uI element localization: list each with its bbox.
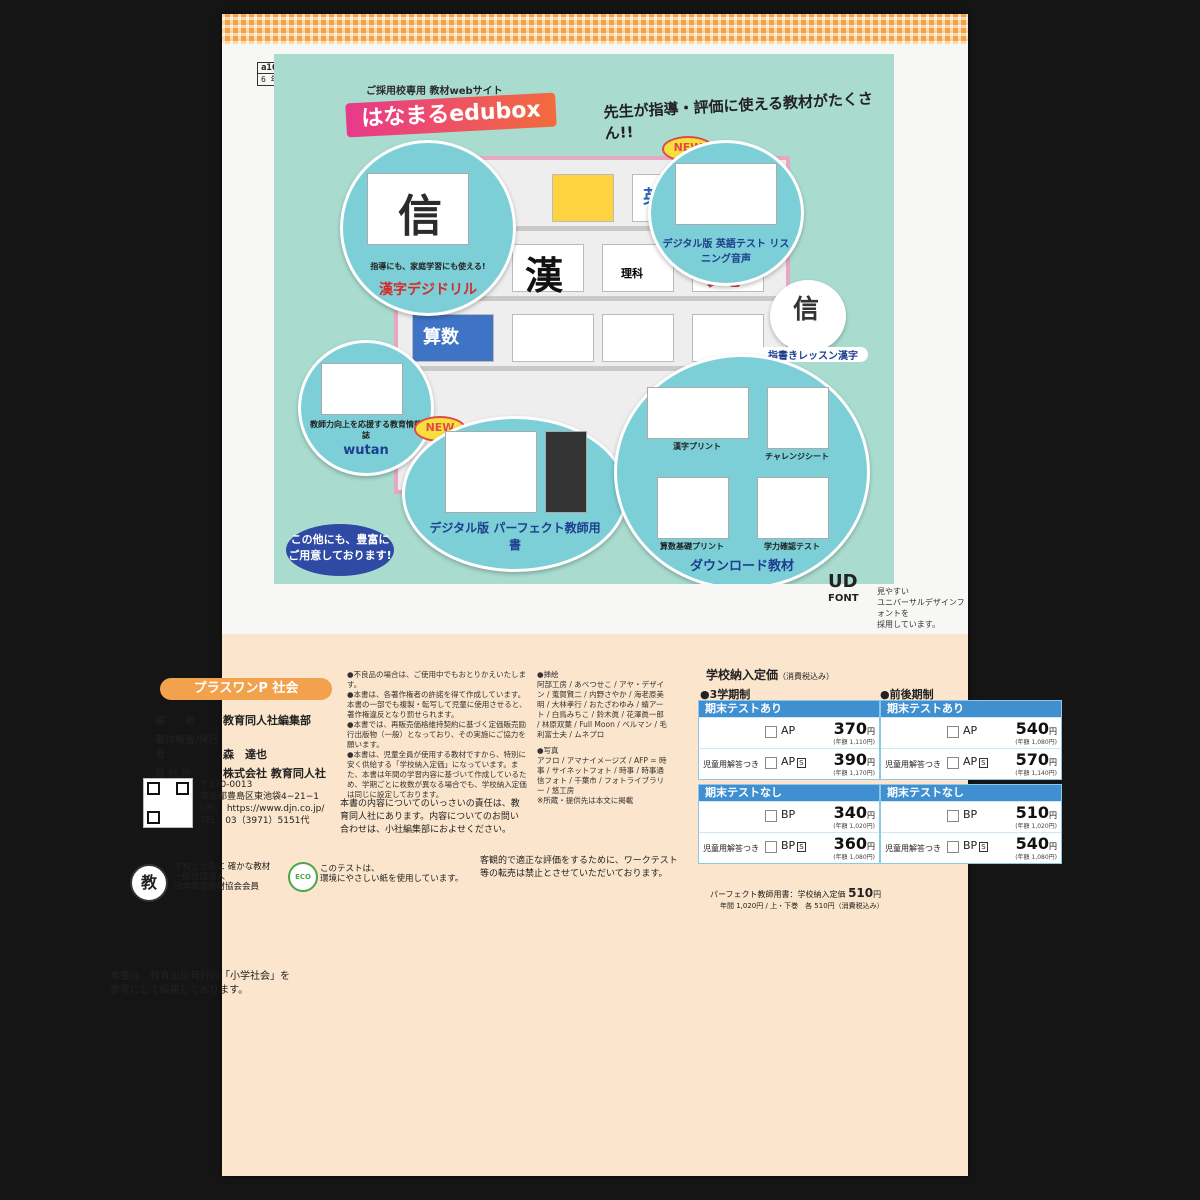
ud-font-mark: UD FONT: [828, 571, 859, 605]
publisher-address: 〒170-0013 東京都豊島区東池袋4−21−1 URL https://ww…: [200, 780, 325, 826]
promo-subtitle: ご採用校専用 教材webサイト: [366, 86, 503, 97]
illustration-credits: ●挿絵 阿部工房 / あべつせこ / アヤ・デザイン / 蒐賀賢二 / 内野さや…: [537, 670, 667, 805]
wutan-bubble: 教師力向上を応援する教育情報誌 wutan: [298, 340, 434, 476]
price-row: AP 540円 (年額 1,080円): [881, 717, 1061, 748]
price-row: AP 370円 (年額 1,110円): [699, 717, 879, 748]
screen: [657, 477, 729, 539]
screen: [757, 477, 829, 539]
thumbnail: 算数: [412, 314, 494, 362]
booklet-back-cover: a16605 6 年 ご採用校専用 教材webサイト はなまるedubox 先生…: [222, 14, 968, 1176]
usage-notes: ●不良品の場合は、ご使用中でもおとりかえいたします。 ●本書は、各著作権者の許諾…: [347, 670, 527, 799]
finger-writing-bubble: 信: [770, 280, 846, 352]
two-term-label: ●前後期制: [880, 688, 934, 701]
screen: [321, 363, 403, 415]
product-badge: プラスワンP 社会: [160, 678, 332, 700]
teacher-book-price: パーフェクト教師用書：学校納入定価 510円: [710, 886, 882, 900]
kanji-drill-bubble: 信 指導にも、家庭学習にも使える! 漢字デジドリル: [340, 140, 516, 316]
teacher-book-bubble: デジタル版 パーフェクト教師用書: [402, 416, 628, 572]
screen: [767, 387, 829, 449]
thumbnail: [512, 314, 594, 362]
thumbnail: 漢: [512, 244, 584, 298]
promo-tagline: 先生が指導・評価に使える教材がたくさん!!: [603, 89, 874, 143]
more-materials-callout: この他にも、豊富にご用意しております!: [286, 524, 394, 576]
ud-font-note: 見やすい ユニバーサルデザインフォントを 採用しています。: [877, 587, 965, 629]
responsibility-note: 本書の内容についてのいっさいの責任は、教育同人社にあります。内容についてのお問い…: [340, 799, 520, 835]
price-row: BP 340円 (年額 1,020円): [699, 801, 879, 832]
credits: 編 者教育同人社編集部 著作権者/発行者森 達也 発 行 所株式会社 教育同人社: [155, 714, 326, 780]
qr-code: [143, 778, 193, 828]
three-term-label: ●3学期制: [700, 688, 751, 701]
finger-writing-label: 指書きレッスン漢字: [758, 347, 868, 362]
teacher-book-price-note: 年間 1,020円 / 上・下巻 各 510円（消費税込み）: [720, 902, 884, 910]
screen: [545, 431, 587, 513]
price-row: BP 510円 (年額 1,020円): [881, 801, 1061, 832]
promo-title: はなまるedubox: [345, 92, 557, 138]
resale-notice: 客観的で適正な評価をするために、ワークテスト等の転売は禁止とさせていただいており…: [480, 856, 678, 879]
screen: 信: [367, 173, 469, 245]
english-test-bubble: デジタル版 英語テスト リスニング音声: [648, 140, 804, 286]
thumbnail: [602, 314, 674, 362]
edubox-promo: ご採用校専用 教材webサイト はなまるedubox 先生が指導・評価に使える教…: [274, 54, 894, 584]
thumbnail: [552, 174, 614, 222]
screen: [445, 431, 537, 513]
price-title: 学校納入定価（消費税込み）: [706, 668, 835, 682]
screen: [675, 163, 777, 225]
download-bubble: 漢字プリント チャレンジシート 算数基礎プリント 学力確認テスト ダウンロード教…: [614, 354, 870, 584]
binding-strip: [222, 14, 968, 44]
reference-note: 本書は、教育出版発行の「小学社会」を 参考にして編集してあります。: [110, 971, 290, 996]
screen: [647, 387, 749, 439]
